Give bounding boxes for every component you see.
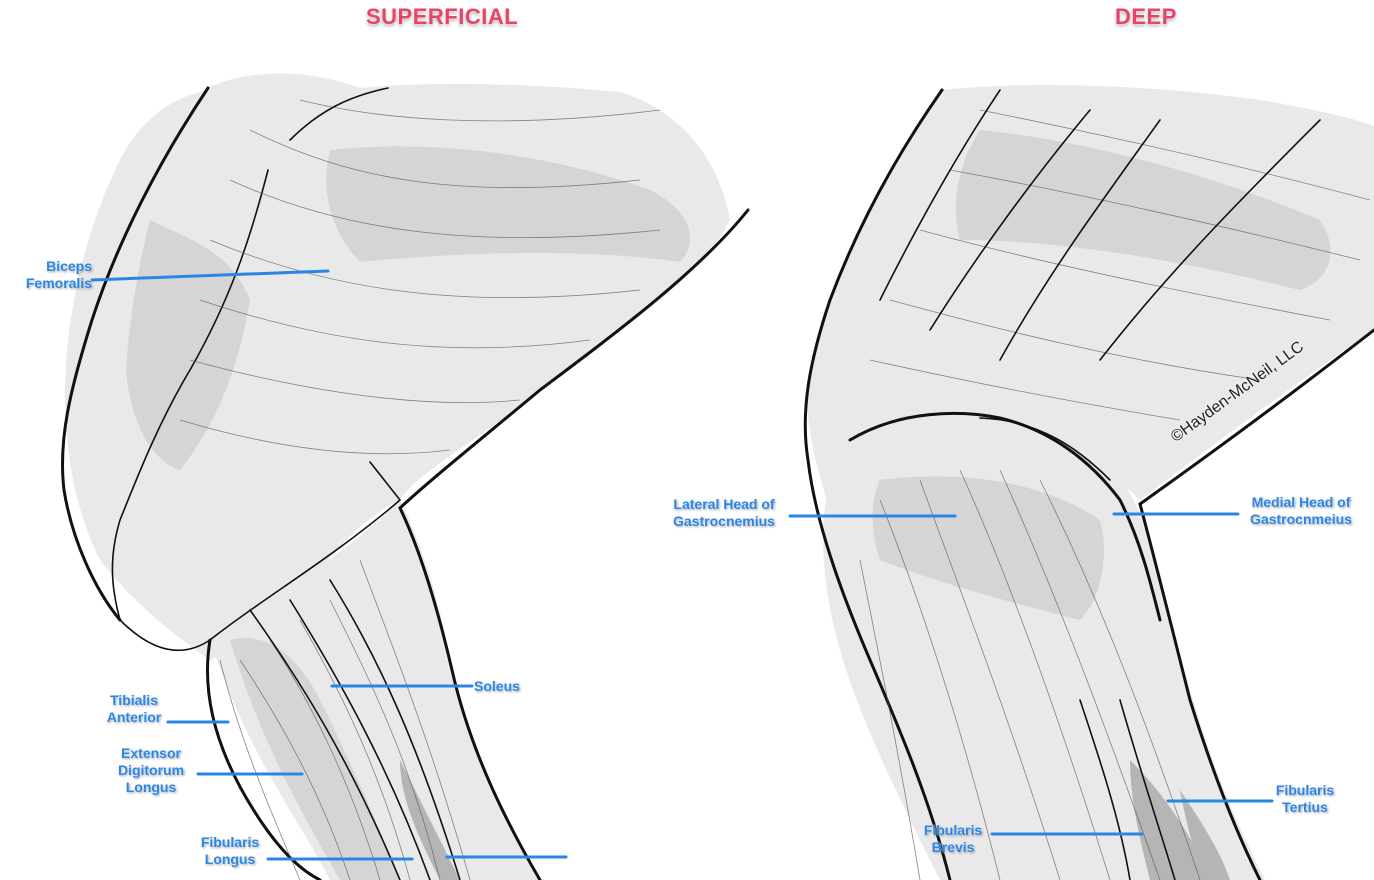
deep-lower-stroke-1 [1079, 699, 1131, 880]
deep-gastroc-inner [979, 417, 1111, 481]
deep-thigh-stroke-3 [999, 119, 1161, 361]
label-medial-head-gastrocnmeius: Medial Head of Gastrocnmeius [1232, 494, 1370, 528]
label-extensor-line1: Extensor [121, 745, 181, 761]
superficial-shin-outline [206, 638, 322, 880]
superficial-tendon-1 [249, 609, 401, 880]
label-fibularis-longus-line1: Fibularis [200, 834, 260, 850]
deep-front-outline [803, 88, 952, 880]
label-tibialis-anterior-line2: Anterior [106, 709, 162, 725]
label-fibularis-brevis-line1: Fibularis [923, 822, 983, 838]
label-fibularis-brevis-line2: Brevis [931, 839, 975, 855]
superficial-knee-seam [119, 461, 402, 652]
deep-gastroc-shadow [872, 476, 1104, 620]
label-fibularis-brevis: Fibularis Brevis [910, 822, 996, 856]
superficial-leg-drawing [61, 73, 750, 880]
deep-fiber-lines [859, 109, 1371, 880]
heading-deep: DEEP [1115, 4, 1177, 29]
label-soleus: Soleus [474, 678, 520, 695]
superficial-calf-shadow [400, 760, 460, 880]
label-lateral-head-line1: Lateral Head of [673, 496, 775, 512]
label-fibularis-tertius-line2: Tertius [1282, 799, 1328, 815]
superficial-patella-line [111, 169, 269, 621]
label-tibialis-anterior-line1: Tibialis [110, 692, 158, 708]
superficial-shin-shadow [230, 638, 400, 880]
label-lateral-head-line2: Gastrocnemius [673, 513, 775, 529]
label-fibularis-tertius: Fibularis Tertius [1262, 782, 1348, 816]
deep-lower-stroke-2 [1119, 699, 1176, 880]
superficial-tendon-2 [289, 599, 431, 880]
deep-back-outline [1138, 328, 1374, 880]
label-fibularis-longus: Fibularis Longus [190, 834, 270, 868]
leader-biceps-femoralis [90, 269, 330, 282]
label-biceps-femoralis-line2: Femoralis [25, 275, 92, 291]
deep-thigh-shadow [956, 130, 1331, 290]
label-lateral-head-gastrocnemius: Lateral Head of Gastrocnemius [652, 496, 796, 530]
superficial-back-outline [398, 208, 750, 880]
label-biceps-femoralis-line1: Biceps [46, 258, 92, 274]
label-soleus-line1: Soleus [474, 678, 520, 694]
label-medial-head-line2: Gastrocnmeius [1250, 511, 1352, 527]
heading-superficial: SUPERFICIAL [366, 4, 519, 29]
label-extensor-digitorum-longus: Extensor Digitorum Longus [102, 745, 200, 796]
superficial-knee-shadow [126, 220, 250, 470]
leader-lines [90, 269, 1274, 861]
label-fibularis-longus-line2: Longus [204, 851, 256, 867]
label-tibialis-anterior: Tibialis Anterior [96, 692, 172, 726]
superficial-top-outline [289, 87, 389, 141]
label-extensor-line2: Digitorum [117, 762, 185, 778]
label-extensor-line3: Longus [125, 779, 177, 795]
deep-thigh-stroke-4 [1099, 119, 1321, 361]
label-medial-head-line1: Medial Head of [1251, 494, 1351, 510]
deep-thigh-stroke-2 [929, 109, 1091, 331]
deep-thigh-stroke-1 [879, 89, 1001, 301]
superficial-front-outline [61, 86, 210, 622]
deep-leg-drawing [803, 85, 1374, 880]
superficial-thigh-shadow [326, 146, 690, 262]
superficial-tendon-3 [329, 579, 461, 880]
deep-gastroc-outline [848, 412, 1162, 622]
label-fibularis-tertius-line1: Fibularis [1275, 782, 1335, 798]
label-biceps-femoralis: Biceps Femoralis [6, 258, 92, 292]
deep-lower-shadow-2 [1180, 790, 1230, 880]
